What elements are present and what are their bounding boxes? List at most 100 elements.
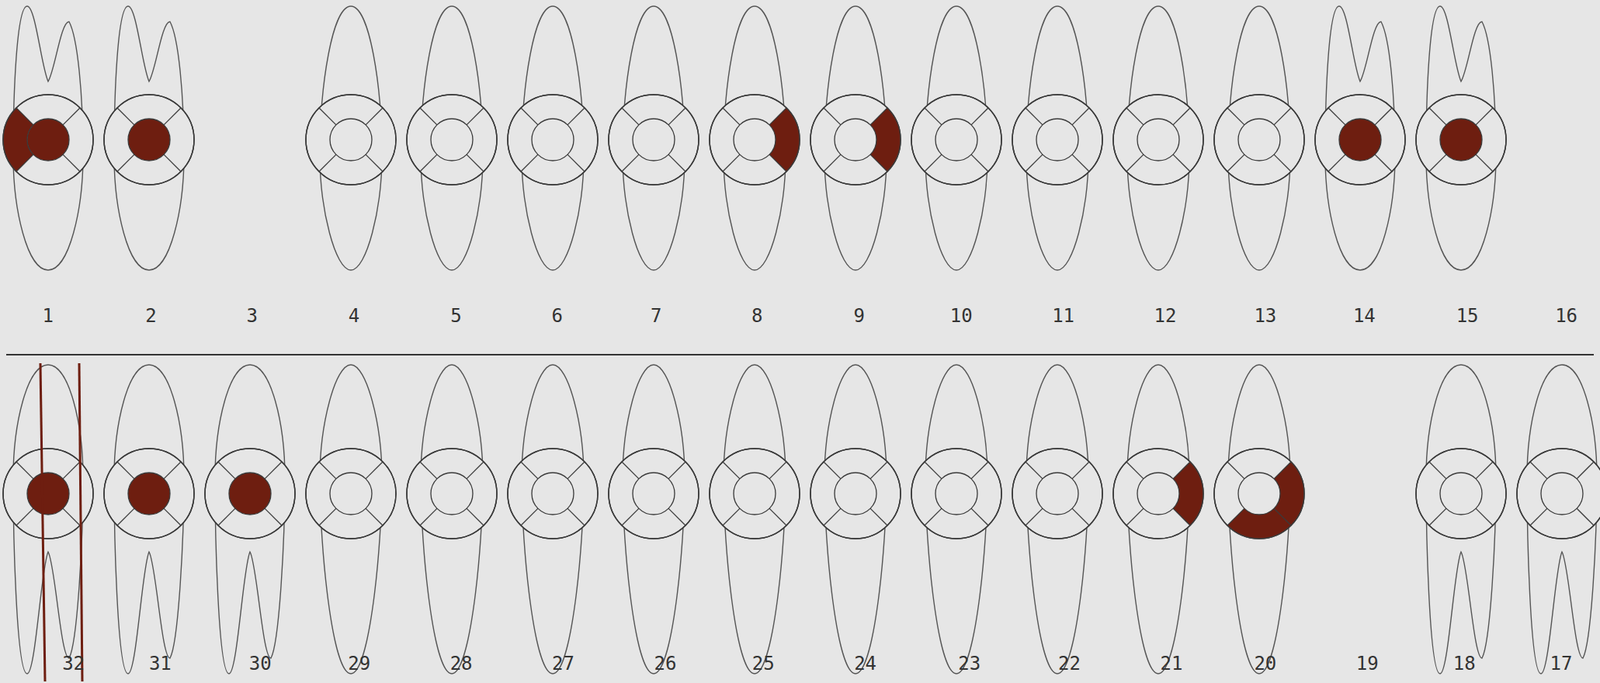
tooth-number: 29: [347, 654, 371, 674]
surface-ring: [305, 448, 396, 539]
occlusal-surface: [128, 472, 171, 515]
surface-divider: [1227, 508, 1245, 526]
surface-divider: [1475, 508, 1493, 526]
extraction-mark: [40, 363, 46, 682]
surface-divider: [1126, 107, 1144, 125]
surface-divider: [466, 107, 484, 125]
tooth-number: 5: [450, 306, 462, 326]
surface-divider: [722, 154, 740, 172]
surface-ring: [709, 448, 800, 539]
occlusal-surface: [733, 118, 776, 161]
surface-divider: [218, 461, 236, 479]
surface-divider: [924, 107, 942, 125]
occlusal-surface: [329, 118, 372, 161]
surface-divider: [419, 154, 438, 172]
surface-divider: [365, 508, 383, 526]
tooth-number: 14: [1353, 306, 1376, 326]
surface-divider: [1429, 154, 1447, 172]
surface-divider: [567, 107, 585, 125]
surface-divider: [1173, 154, 1191, 172]
surface-ring: [104, 448, 195, 539]
surface-ring: [1315, 94, 1406, 185]
surface-divider: [419, 508, 438, 526]
occlusal-surface: [430, 472, 473, 515]
occlusal-surface: [1036, 472, 1079, 515]
occlusal-surface: [834, 472, 877, 515]
surface-divider: [466, 154, 484, 172]
surface-ring: [507, 448, 598, 539]
surface-divider: [769, 107, 787, 125]
surface-divider: [1328, 107, 1346, 125]
surface-divider: [1429, 107, 1447, 125]
tooth-number: 13: [1253, 306, 1277, 326]
surface-divider: [971, 461, 989, 479]
surface-divider: [1576, 461, 1594, 479]
surface-divider: [16, 107, 34, 125]
surface-ring: [507, 448, 598, 539]
surface-divider: [971, 508, 989, 526]
surface-divider: [218, 508, 236, 526]
surface-divider: [62, 461, 80, 479]
surface-divider: [769, 508, 787, 526]
surface-ring: [911, 448, 1002, 539]
surface-divider: [16, 461, 34, 479]
surface-divider: [1328, 154, 1346, 172]
surface-ring: [3, 94, 94, 185]
tooth-number: 9: [853, 306, 865, 326]
surface-divider: [1126, 461, 1144, 479]
tooth-number: 16: [1554, 306, 1578, 326]
occlusal-surface: [1440, 472, 1482, 515]
surface-divider: [1530, 461, 1548, 479]
occlusal-surface: [1238, 472, 1281, 515]
surface-ring: [911, 448, 1002, 539]
tooth-number: 6: [551, 306, 563, 326]
surface-divider: [1227, 154, 1245, 172]
surface-ring: [1516, 448, 1600, 539]
surface-ring: [1315, 94, 1406, 185]
surface-divider: [870, 461, 888, 479]
surface-ring: [1416, 94, 1507, 185]
tooth-number: 2: [145, 306, 157, 326]
surface-ring: [810, 448, 901, 539]
occlusal-surface: [1137, 118, 1180, 161]
surface-divider: [419, 107, 438, 125]
surface-divider: [319, 154, 337, 172]
surface-divider: [117, 107, 135, 125]
surface-ring: [1214, 448, 1305, 539]
surface-divider: [668, 154, 686, 172]
surface-divider: [769, 154, 787, 172]
tooth-number: 15: [1456, 306, 1479, 326]
surface-divider: [823, 508, 841, 526]
surface-ring: [406, 448, 497, 539]
surface-divider: [62, 107, 80, 125]
occlusal-surface: [1137, 472, 1180, 515]
surface-ring: [608, 94, 699, 185]
surface-divider: [62, 508, 80, 526]
surface-divider: [1273, 107, 1292, 125]
tooth-number: 32: [62, 654, 85, 674]
surface-divider: [1025, 508, 1043, 526]
surface-divider: [1273, 154, 1292, 172]
surface-divider: [567, 154, 585, 172]
occlusal-surface: [229, 472, 271, 515]
surface-divider: [1429, 508, 1447, 526]
surface-ring: [1214, 94, 1305, 185]
surface-ring: [608, 448, 699, 539]
occlusal-surface: [531, 472, 574, 515]
surface-divider: [1475, 154, 1493, 172]
surface-divider: [163, 154, 181, 172]
surface-divider: [117, 461, 135, 479]
surface-divider: [1072, 461, 1090, 479]
tooth-number: 23: [957, 654, 981, 674]
occlusal-surface: [531, 118, 574, 161]
occlusal-surface: [329, 472, 372, 515]
surface-divider: [621, 107, 639, 125]
surface-divider: [971, 107, 989, 125]
surface-divider: [668, 461, 686, 479]
surface-divider: [117, 154, 135, 172]
surface-divider: [1025, 461, 1043, 479]
tooth-number: 22: [1058, 654, 1081, 674]
surface-ring: [406, 94, 497, 185]
surface-divider: [520, 461, 538, 479]
